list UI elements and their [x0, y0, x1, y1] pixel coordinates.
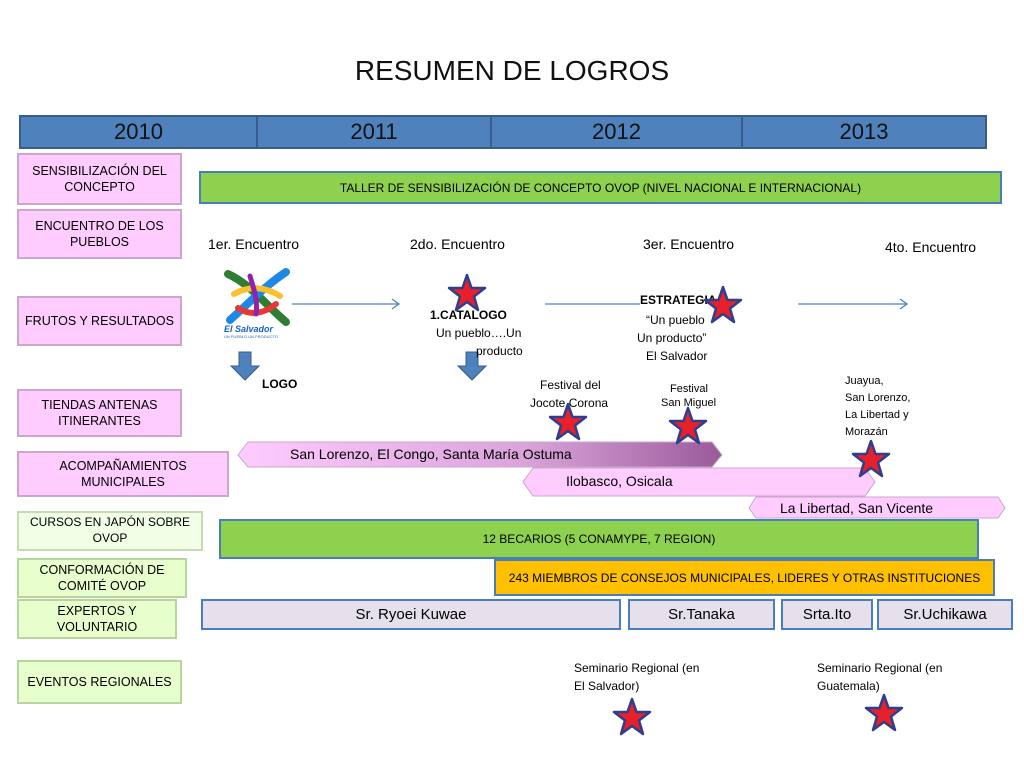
- tienda-sm-line2: San Miguel: [661, 397, 717, 409]
- row-label-eventos: EVENTOS REGIONALES: [17, 660, 182, 704]
- acompanamiento-bar-1: [237, 441, 723, 468]
- arrow-3-head: [899, 298, 909, 310]
- tienda-juayua-line2: San Lorenzo,: [845, 392, 911, 404]
- tienda-sm-line1: Festival: [670, 383, 708, 395]
- tienda-juayua-line1: Juayua,: [845, 375, 884, 387]
- year-2012: 2012: [490, 115, 743, 149]
- encuentro-4: 4to. Encuentro: [885, 239, 977, 255]
- evento-sv-line1: Seminario Regional (en: [574, 661, 700, 675]
- evento-gt-line1: Seminario Regional (en: [817, 661, 943, 675]
- down-arrow-logo: [229, 351, 261, 381]
- catalogo-title: 1.CATALOGO: [430, 308, 507, 322]
- down-arrow-catalogo: [456, 351, 488, 381]
- row-label-sensibilizacion: SENSIBILIZACIÓN DEL CONCEPTO: [17, 153, 182, 205]
- acompanamiento-label-3: La Libertad, San Vicente: [780, 500, 934, 516]
- row-label-tiendas: TIENDAS ANTENAS ITINERANTES: [17, 389, 182, 437]
- arrow-1-head: [391, 298, 401, 310]
- encuentro-3: 3er. Encuentro: [643, 236, 735, 252]
- encuentro-2: 2do. Encuentro: [410, 236, 505, 252]
- experto-ito: Srta.Ito: [781, 599, 873, 630]
- catalogo-line1: Un pueblo….Un: [436, 326, 522, 340]
- logo-brand: El Salvador: [224, 324, 274, 334]
- tienda-jocote-line1: Festival del: [540, 378, 601, 392]
- experto-tanaka: Sr.Tanaka: [628, 599, 775, 630]
- catalogo-line2: producto: [476, 344, 523, 358]
- logo-tagline: UN PUEBLO UN PRODUCTO: [224, 334, 278, 339]
- row-label-acompanamientos: ACOMPAÑAMIENTOS MUNICIPALES: [17, 451, 229, 497]
- acompanamiento-bar-3: [748, 496, 1006, 519]
- row-label-conformacion: CONFORMACIÓN DE COMITÉ OVOP: [17, 558, 187, 598]
- taller-bar: TALLER DE SENSIBILIZACIÓN DE CONCEPTO OV…: [199, 171, 1002, 204]
- row-label-expertos: EXPERTOS Y VOLUNTARIO: [17, 599, 177, 639]
- encuentro-1: 1er. Encuentro: [208, 236, 300, 252]
- miembros-bar: 243 MIEMBROS DE CONSEJOS MUNICIPALES, LI…: [494, 559, 995, 596]
- year-2010: 2010: [19, 115, 258, 149]
- becarios-bar: 12 BECARIOS (5 CONAMYPE, 7 REGION): [219, 519, 979, 559]
- ovop-logo-icon: [224, 268, 290, 326]
- row-label-cursos: CURSOS EN JAPÓN SOBRE OVOP: [17, 511, 203, 551]
- estrategia-title: ESTRATEGIA: [640, 293, 717, 307]
- acompanamiento-label-2: Ilobasco, Osicala: [566, 473, 673, 489]
- page-title: RESUMEN DE LOGROS: [354, 55, 670, 86]
- ovop-logo: [220, 264, 292, 336]
- tienda-juayua-line4: Morazán: [845, 426, 888, 438]
- tienda-juayua-line3: La Libertad y: [845, 409, 909, 421]
- year-2013: 2013: [741, 115, 987, 149]
- evento-gt-line2: Guatemala): [817, 679, 880, 693]
- experto-kuwae: Sr. Ryoei Kuwae: [201, 599, 621, 630]
- estrategia-line1: “Un pueblo: [646, 313, 705, 327]
- estrategia-line3: El Salvador: [646, 349, 708, 363]
- logo-caption: LOGO: [262, 377, 298, 391]
- experto-uchikawa: Sr.Uchikawa: [877, 599, 1013, 630]
- row-label-encuentro: ENCUENTRO DE LOS PUEBLOS: [17, 209, 182, 259]
- acompanamiento-label-1: San Lorenzo, El Congo, Santa María Ostum…: [290, 446, 572, 462]
- row-label-frutos: FRUTOS Y RESULTADOS: [17, 296, 182, 346]
- estrategia-line2: Un producto”: [637, 331, 707, 345]
- evento-sv-line2: El Salvador): [574, 679, 640, 693]
